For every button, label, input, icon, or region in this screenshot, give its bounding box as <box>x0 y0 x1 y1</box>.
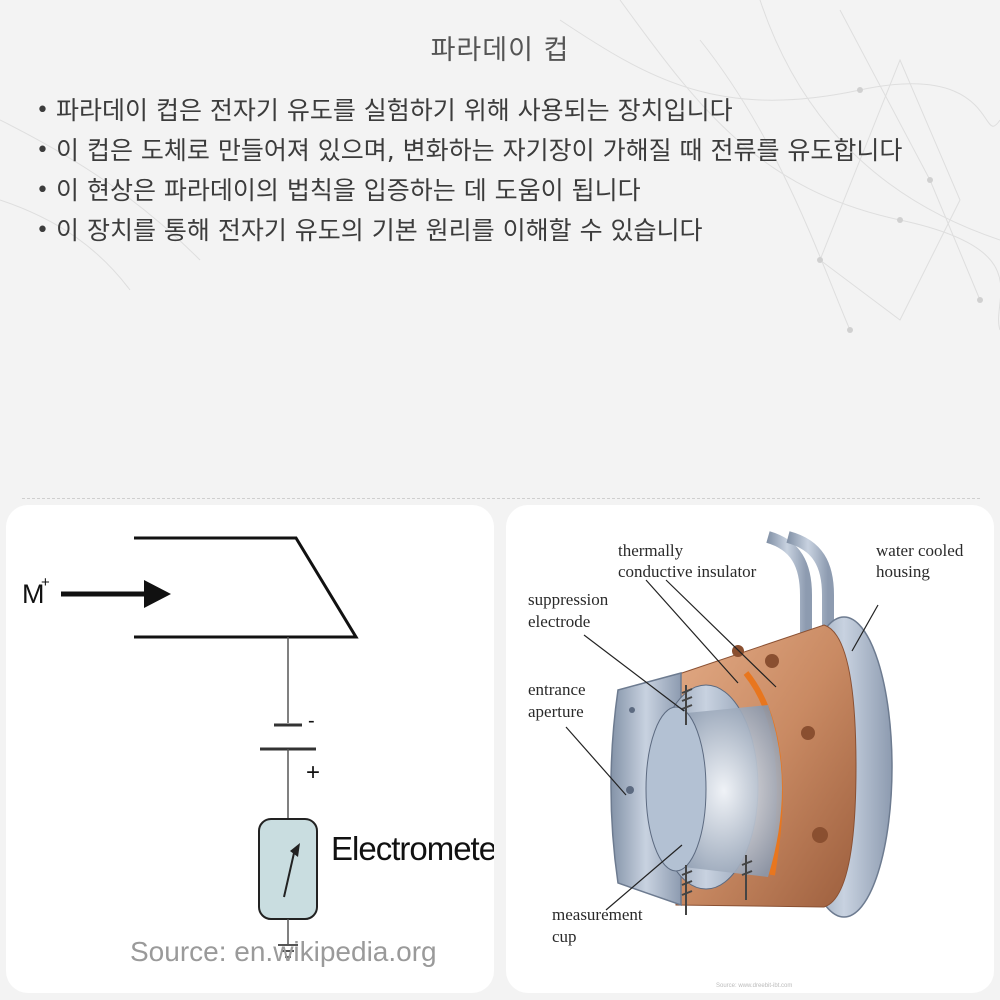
label-housing-line1: water cooled <box>876 541 964 560</box>
label-suppression-line1: suppression <box>528 590 609 609</box>
label-housing-line2: housing <box>876 562 930 581</box>
section-divider <box>22 498 980 499</box>
plus-sign: + <box>306 759 320 786</box>
bullet-item: 파라데이 컵은 전자기 유도를 실험하기 위해 사용되는 장치입니다 <box>34 95 934 126</box>
label-entrance-line2: aperture <box>528 702 584 721</box>
electrometer-box <box>258 818 318 920</box>
minus-sign: - <box>308 710 315 732</box>
beam-arrow-head <box>144 580 171 608</box>
water-pipe <box>766 531 812 655</box>
electrometer-label: Electrometer <box>331 830 494 867</box>
water-pipe <box>786 531 834 665</box>
page-title: 파라데이 컵 <box>430 35 570 66</box>
bullet-item: 이 컵은 도체로 만들어져 있으며, 변화하는 자기장이 가해질 때 전류를 유… <box>34 135 934 166</box>
source-credit: Source: en.wikipedia.org <box>130 936 437 967</box>
label-cup-line2: cup <box>552 927 577 946</box>
bullet-item: 이 현상은 파라데이의 법칙을 입증하는 데 도움이 됩니다 <box>34 175 934 206</box>
image-credit: Source: www.dreebit-ibt.com <box>716 983 792 989</box>
bullet-item: 이 장치를 통해 전자기 유도의 기본 원리를 이해할 수 있습니다 <box>34 215 934 246</box>
label-cup-line1: measurement <box>552 905 643 924</box>
device-illustration-card: thermally conductive insulator water coo… <box>506 505 994 993</box>
faraday-cup-schematic: M + - + Electrometer Source: en.wikipedi… <box>22 536 494 967</box>
label-insulator-line2: conductive insulator <box>618 562 757 581</box>
label-entrance-line1: entrance <box>528 680 586 699</box>
ion-charge: + <box>41 574 50 591</box>
suppression-springs <box>681 685 753 915</box>
faraday-cup-device-illustration: thermally conductive insulator water coo… <box>528 531 964 989</box>
meter-needle <box>283 852 295 898</box>
label-insulator-line1: thermally <box>618 541 684 560</box>
bullet-list: 파라데이 컵은 전자기 유도를 실험하기 위해 사용되는 장치입니다 이 컵은 … <box>34 95 934 255</box>
cup-outline <box>134 536 359 639</box>
ion-label: M <box>22 579 45 609</box>
meter-needle-tip <box>290 843 300 857</box>
schematic-card: M + - + Electrometer Source: en.wikipedi… <box>6 505 494 993</box>
label-suppression-line2: electrode <box>528 612 590 631</box>
